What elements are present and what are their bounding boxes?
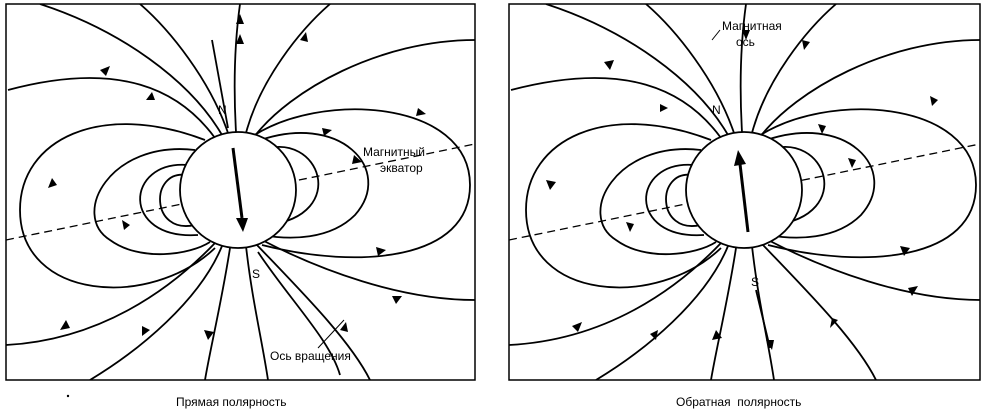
field-line	[89, 245, 223, 380]
field-line	[645, 164, 705, 236]
arrowhead	[818, 124, 826, 134]
field-line	[19, 123, 216, 289]
axis-label-leader	[317, 319, 345, 349]
arrowhead	[604, 60, 614, 70]
field-lines	[509, 4, 980, 380]
field-line	[6, 242, 216, 346]
field-line	[510, 77, 722, 139]
field-line	[760, 132, 876, 239]
magnet-needle-icon	[231, 147, 248, 232]
south-pole-label: S	[252, 267, 260, 281]
field-line	[255, 243, 371, 380]
panel-reverse-polarity: N S Магнитная ось	[508, 3, 981, 381]
panel-direct-polarity: N S Магнитный экватор Ось вращения	[5, 3, 476, 381]
arrowhead	[546, 180, 556, 190]
arrowhead	[930, 96, 938, 106]
arrowhead	[122, 220, 130, 230]
arrowhead	[660, 104, 668, 112]
field-line	[767, 146, 826, 226]
magnet-needle-icon	[734, 150, 750, 233]
arrowhead	[650, 330, 658, 340]
field-line	[767, 239, 980, 301]
field-line	[7, 77, 216, 139]
arrowhead	[908, 286, 918, 296]
arrowhead	[802, 40, 810, 50]
field-line	[755, 108, 977, 259]
field-line	[755, 289, 771, 349]
field-line	[254, 132, 370, 239]
field-line	[545, 4, 729, 136]
field-line	[509, 242, 722, 346]
north-pole-label: N	[218, 103, 227, 117]
arrowhead	[142, 326, 150, 336]
arrowhead	[48, 178, 57, 188]
arrowhead	[376, 247, 386, 256]
field-line	[159, 174, 196, 227]
arrowhead	[60, 320, 70, 330]
magnetic-equator-label-line1: Магнитный	[363, 145, 425, 159]
magnetic-axis-label-line1: Магнитная	[722, 19, 782, 33]
arrowhead	[236, 14, 244, 24]
field-line	[261, 146, 320, 226]
arrowhead	[848, 158, 856, 168]
arrowhead	[146, 92, 155, 100]
field-line	[595, 245, 729, 380]
field-line	[39, 4, 223, 136]
caption-reverse-polarity: Обратная полярность	[676, 395, 801, 409]
arrowhead	[830, 318, 838, 328]
field-line	[739, 4, 747, 133]
field-line	[599, 148, 717, 256]
arrowhead	[340, 322, 348, 332]
field-line	[710, 247, 737, 380]
caption-direct-polarity: Прямая полярность	[176, 395, 287, 409]
field-line	[253, 39, 475, 138]
arrowhead	[352, 155, 362, 164]
stray-dot	[66, 394, 70, 398]
rotation-axis-label: Ось вращения	[270, 349, 351, 363]
arrowhead	[416, 108, 426, 116]
field-line	[245, 245, 269, 380]
field-line	[645, 4, 735, 134]
field-line	[249, 108, 471, 259]
axis-label-leader	[711, 29, 721, 41]
field-line	[761, 243, 877, 380]
magnetic-equator-label-line2: экватор	[380, 161, 423, 175]
arrowhead	[572, 322, 582, 332]
arrowhead	[236, 34, 244, 44]
field-line	[525, 123, 722, 289]
field-arrowheads	[48, 14, 426, 340]
arrowhead	[712, 330, 722, 340]
magnetic-axis-label-line2: ось	[736, 35, 755, 49]
arrowhead	[204, 330, 214, 340]
field-line	[257, 251, 341, 376]
arrowhead	[322, 128, 332, 136]
field-line	[204, 247, 231, 380]
field-line	[233, 4, 241, 133]
arrowhead	[100, 66, 110, 76]
north-pole-label: N	[712, 103, 721, 117]
field-line	[139, 164, 199, 236]
arrowhead	[742, 30, 750, 40]
arrowhead	[300, 32, 308, 42]
field-line	[211, 39, 229, 129]
arrowhead	[392, 296, 402, 304]
field-line	[665, 174, 702, 227]
field-line	[93, 148, 211, 256]
south-pole-label: S	[751, 275, 759, 289]
arrowhead	[626, 222, 634, 232]
field-line	[261, 239, 475, 301]
field-arrowheads	[546, 30, 938, 350]
field-line	[751, 4, 837, 134]
arrowhead	[900, 246, 910, 256]
field-line	[139, 4, 229, 134]
arrowhead	[766, 340, 774, 350]
field-line	[245, 4, 331, 134]
field-line	[759, 39, 980, 138]
